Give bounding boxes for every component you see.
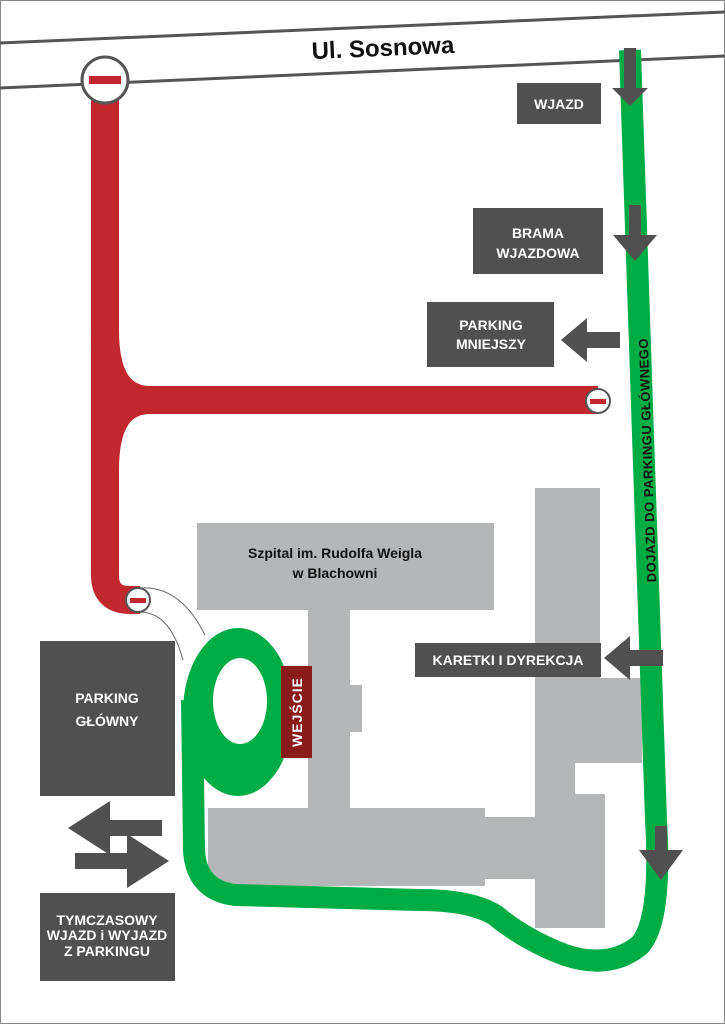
hospital-name-line2: w Blachowni: [292, 565, 378, 581]
gate-text-1: BRAMA: [512, 225, 564, 241]
street-edge-top: [0, 10, 725, 45]
hospital-name-line1: Szpital im. Rudolfa Weigla: [248, 545, 422, 561]
label-small-parking: PARKING MNIEJSZY: [427, 302, 554, 367]
temp-text-3: Z PARKINGU: [64, 943, 150, 959]
no-entry-sign-branch: [585, 388, 611, 414]
entrance-marker: WEJŚCIE: [281, 666, 312, 758]
arrow-left-icon: [68, 801, 162, 855]
small-parking-text-1: PARKING: [459, 317, 523, 333]
main-parking: PARKING GŁÓWNY: [40, 641, 175, 796]
hospital-building: [197, 488, 642, 928]
label-ambulances: KARETKI I DYREKCJA: [415, 643, 601, 677]
building-notch: [575, 763, 600, 794]
closed-road-junction: [91, 386, 151, 471]
label-gate: BRAMA WJAZDOWA: [473, 208, 603, 274]
main-parking-text-2: GŁÓWNY: [76, 712, 140, 729]
arrow-down-icon: [639, 826, 683, 880]
arrow-down-icon: [613, 205, 657, 261]
no-entry-sign-top: [80, 55, 130, 105]
arrow-left-icon: [561, 318, 620, 362]
arrow-down-icon: [612, 48, 648, 106]
ambulances-text: KARETKI I DYREKCJA: [433, 652, 584, 668]
no-entry-icon: [590, 399, 606, 404]
arrow-right-icon: [75, 834, 169, 888]
temp-text-1: TYMCZASOWY: [56, 912, 158, 928]
arrow-left-icon: [604, 636, 663, 680]
gray-connector: [139, 587, 206, 661]
label-entry: WJAZD: [517, 83, 601, 124]
label-temporary-access: TYMCZASOWY WJAZD i WYJAZD Z PARKINGU: [40, 893, 175, 981]
small-parking-text-2: MNIEJSZY: [456, 336, 527, 352]
entrance-text: WEJŚCIE: [288, 677, 305, 747]
temp-text-2: WJAZD i WYJAZD: [47, 927, 168, 943]
route-path: [181, 49, 669, 972]
route-to-main-parking: DOJAZD DO PARKINGU GŁÓWNEGO: [181, 49, 669, 972]
no-entry-icon: [89, 76, 121, 84]
no-entry-sign-lower: [125, 587, 151, 613]
no-entry-icon: [130, 598, 146, 603]
roundabout-island: [213, 658, 267, 744]
main-parking-text-1: PARKING: [75, 690, 139, 706]
entry-text: WJAZD: [534, 96, 584, 112]
gate-text-2: WJAZDOWA: [496, 245, 579, 261]
street-name: Ul. Sosnowa: [311, 32, 455, 65]
